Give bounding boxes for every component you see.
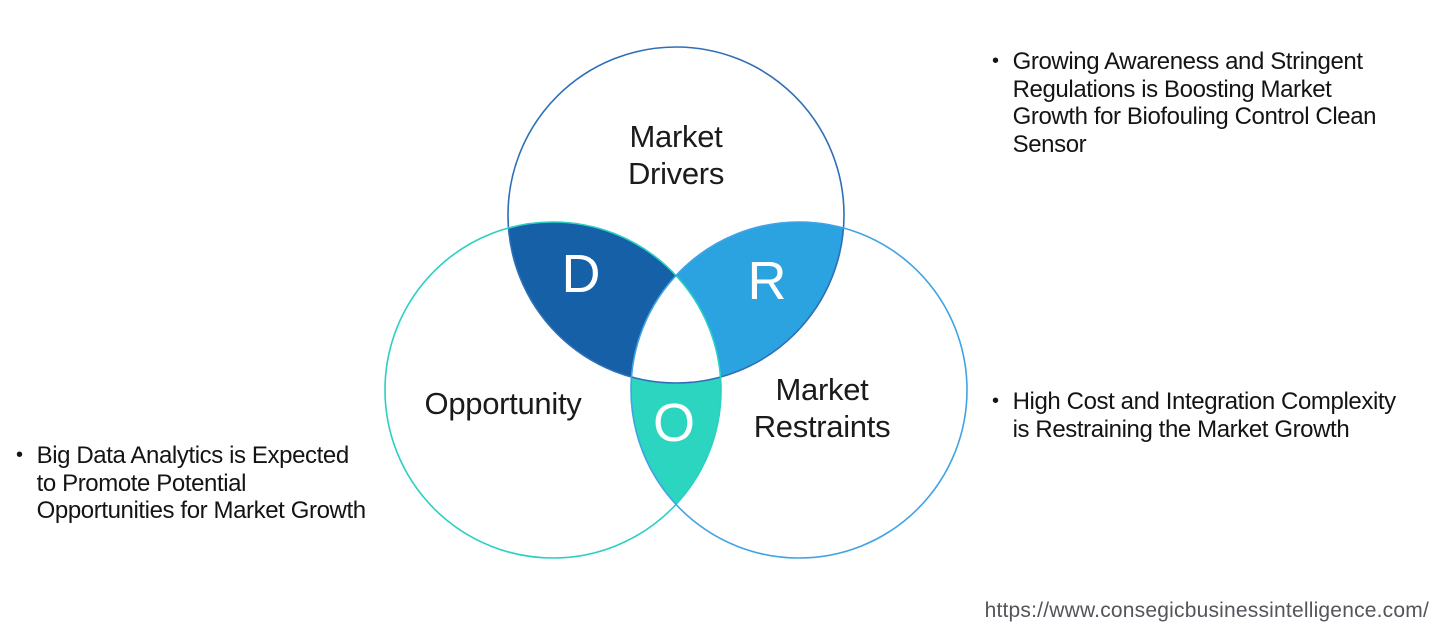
drivers-bullet: • Growing Awareness and Stringent Regula… (992, 48, 1452, 158)
drivers-restraints-overlap (631, 222, 844, 383)
bullet-icon: • (992, 390, 999, 412)
drivers-circle-label: Market Drivers (627, 119, 725, 191)
restraints-overlap-letter: R (747, 251, 787, 311)
source-url[interactable]: https://www.consegicbusinessintelligence… (984, 599, 1429, 622)
opportunity-overlap-letter: O (652, 393, 695, 453)
restraints-bullet-text: High Cost and Integration Complexity is … (1012, 388, 1397, 443)
opportunity-circle (384, 221, 722, 559)
restraints-circle-label: Market Restraints (753, 372, 891, 444)
restraints-bullet: • High Cost and Integration Complexity i… (992, 388, 1452, 443)
drivers-circle (507, 46, 845, 384)
restraints-circle (630, 221, 968, 559)
drivers-bullet-text: Growing Awareness and Stringent Regulati… (1012, 48, 1377, 158)
drivers-opportunity-overlap (508, 222, 721, 383)
bullet-icon: • (16, 444, 23, 466)
opportunity-bullet-text: Big Data Analytics is Expected to Promot… (36, 442, 366, 524)
opportunity-bullet: • Big Data Analytics is Expected to Prom… (16, 442, 446, 525)
opportunity-circle-label: Opportunity (424, 386, 582, 421)
drivers-overlap-letter: D (561, 244, 601, 304)
bullet-icon: • (992, 50, 999, 72)
